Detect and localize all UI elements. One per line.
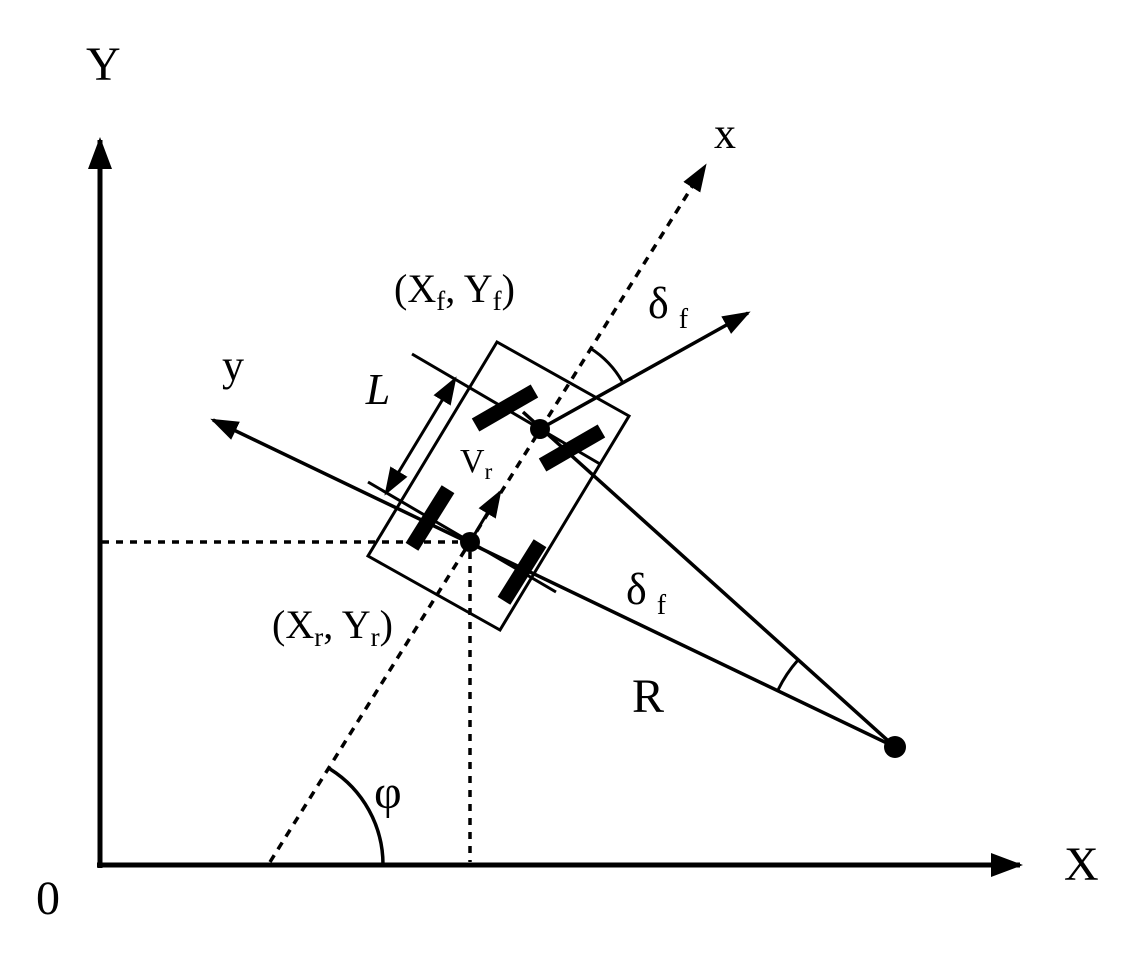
wheel-rear-right [497,539,547,605]
wheelbase-dimension-arrow [384,376,457,496]
front-steering-angle-arc [589,346,625,384]
rear-axle-dot [460,532,480,552]
front-axle-dot [530,419,550,439]
heading-angle-arc [329,767,385,866]
body-y-axis-radius-line [210,418,896,749]
label-heading-angle: φ [374,766,402,819]
vehicle-body-rect [365,339,632,633]
front-steering-direction-arrow [539,311,751,431]
label-wheelbase: L [365,365,390,414]
wheel-rear-left [405,485,455,551]
wheel-front-right [538,424,606,472]
icr-dot [884,736,906,758]
icr-steering-angle-arc [776,659,800,691]
label-global-x: X [1064,838,1099,891]
label-body-x: x [714,109,736,158]
label-global-y: Y [86,38,121,91]
icr-front-axle-line [521,410,897,749]
label-body-y: y [222,341,244,390]
label-turn-radius: R [632,670,664,723]
label-rear-velocity: Vr [460,443,493,484]
wheel-front-left [471,384,539,432]
label-front-axle-coords: (Xf, Yf) [394,266,515,316]
label-origin: 0 [36,872,60,925]
label-rear-axle-coords: (Xr, Yr) [272,602,393,652]
